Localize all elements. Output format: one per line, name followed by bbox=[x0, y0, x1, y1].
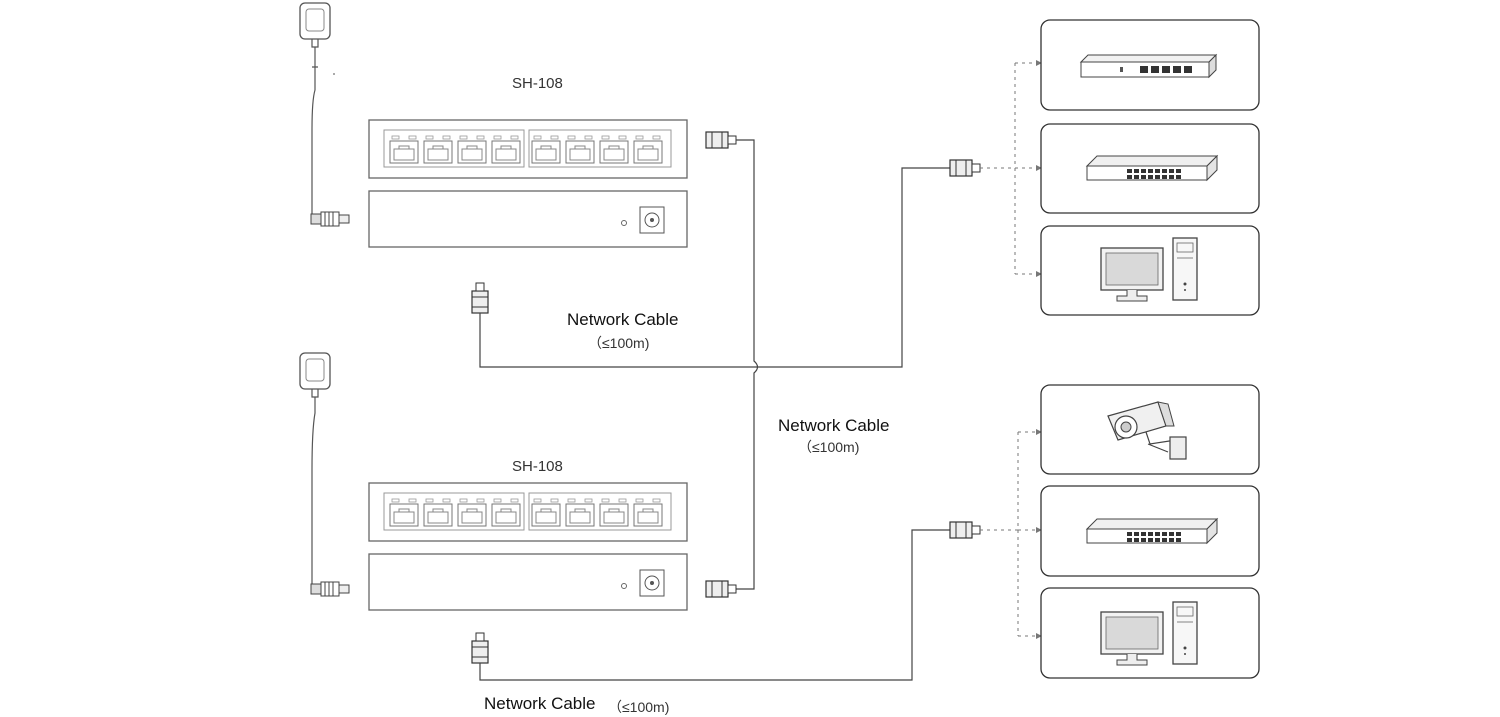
device-box-camera bbox=[1040, 384, 1260, 475]
top-fanout-lines bbox=[980, 62, 1036, 275]
cable-label-middle: Network Cable bbox=[778, 416, 890, 435]
bottom-switch-rear-panel bbox=[368, 553, 688, 611]
device-box-computer-bottom bbox=[1040, 587, 1260, 679]
top-switch-model-label: SH-108 bbox=[512, 75, 563, 92]
bottom-fanout-lines bbox=[980, 431, 1036, 637]
cable-length-middle: （≤100m) bbox=[798, 439, 860, 455]
bottom-power-adapter bbox=[299, 352, 350, 597]
cascade-cable bbox=[705, 131, 759, 598]
bottom-uplink-cable bbox=[471, 521, 981, 681]
cable-length-bottom: （≤100m) bbox=[608, 699, 670, 715]
switch-icon bbox=[1086, 518, 1218, 544]
bottom-fanout-arrows bbox=[1036, 429, 1042, 639]
device-box-switch-top bbox=[1040, 123, 1260, 214]
top-switch-front-panel bbox=[368, 119, 688, 179]
top-switch-rear-panel bbox=[368, 190, 688, 248]
bottom-switch-model-label: SH-108 bbox=[512, 458, 563, 475]
device-box-switch-bottom bbox=[1040, 485, 1260, 577]
top-uplink-cable bbox=[471, 159, 981, 368]
cable-length-top: （≤100m) bbox=[588, 335, 650, 351]
top-switch bbox=[368, 119, 688, 248]
device-box-computer-top bbox=[1040, 225, 1260, 316]
cable-label-top: Network Cable bbox=[567, 310, 679, 329]
router-icon bbox=[1079, 53, 1218, 79]
top-power-adapter bbox=[299, 2, 350, 227]
security-camera-icon bbox=[1107, 401, 1187, 460]
bottom-switch bbox=[368, 482, 688, 611]
cable-label-bottom: Network Cable bbox=[484, 694, 596, 713]
switch-icon bbox=[1086, 155, 1218, 181]
bottom-switch-front-panel bbox=[368, 482, 688, 542]
device-box-router bbox=[1040, 19, 1260, 111]
top-fanout-arrows bbox=[1036, 60, 1042, 277]
